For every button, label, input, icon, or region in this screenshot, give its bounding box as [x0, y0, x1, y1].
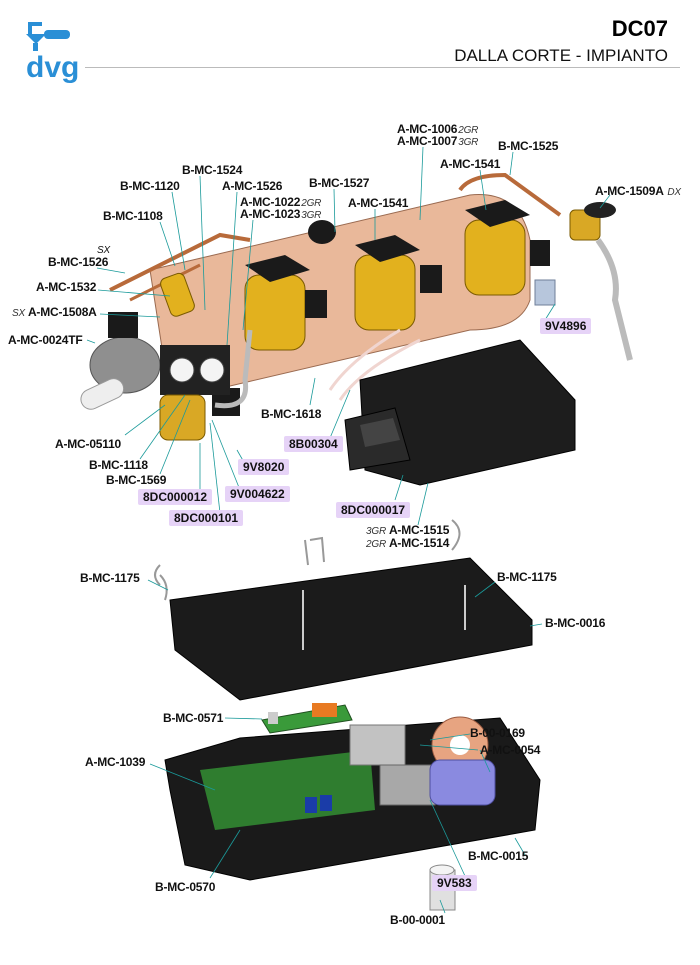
part-variant: 3GR: [458, 137, 479, 148]
highlighted-part: 8DC000012: [138, 489, 213, 505]
part-label: A-MC-1541: [348, 196, 409, 210]
part-label: B-MC-1175: [497, 570, 557, 584]
part-label: A-MC-0054: [480, 743, 541, 757]
part-variant: 3GR: [366, 526, 386, 537]
part-variant: 2GR: [301, 198, 322, 209]
part-label: B-MC-0015: [468, 849, 529, 863]
part-label: A-MC-0024TF: [8, 333, 83, 347]
part-code: A-MC-1514: [388, 536, 450, 550]
boiler-assembly: [80, 172, 633, 441]
highlighted-part: 9V583: [432, 875, 477, 891]
box-base: [164, 716, 541, 881]
leader-lines: [86, 146, 611, 914]
part-code: A-MC-1007: [397, 134, 458, 148]
highlighted-part: 8DC000101: [169, 510, 244, 526]
part-label: A-MC-1541: [440, 157, 501, 171]
part-label: B-MC-0016: [545, 616, 606, 630]
header-divider: [85, 67, 680, 68]
part-label: A-MC-10062GR: [397, 122, 478, 136]
part-label: B-MC-0571: [163, 711, 224, 725]
part-variant: SX: [12, 308, 25, 319]
part-code: A-MC-1022: [240, 195, 301, 209]
part-label: B-MC-1524: [182, 163, 243, 177]
part-label: B-MC-1120: [120, 179, 180, 193]
part-label: B-MC-1526: [48, 255, 109, 269]
highlighted-part: 8B00304: [284, 436, 343, 452]
part-label: B-MC-1618: [261, 407, 322, 421]
part-label: B-MC-1525: [498, 139, 559, 153]
part-variant: 2GR: [458, 125, 479, 136]
part-code: A-MC-1508A: [27, 305, 97, 319]
part-code: A-MC-1515: [388, 523, 450, 537]
part-label: B-00-0169: [470, 726, 525, 740]
part-code: A-MC-1006: [397, 122, 458, 136]
highlighted-part: 9V4896: [540, 318, 592, 334]
part-variant: DX: [667, 187, 681, 198]
highlighted-part: 9V004622: [225, 486, 290, 502]
part-label: A-MC-05110: [55, 437, 122, 451]
box-lid: [169, 557, 533, 701]
dvg-logo: dvg: [26, 22, 79, 84]
control-box-upper: [344, 339, 576, 486]
clips: [154, 519, 461, 601]
part-label: B-MC-1569: [106, 473, 167, 487]
part-label: B-MC-1108: [103, 209, 163, 223]
part-variant: 3GR: [301, 210, 322, 221]
part-label: A-MC-1526: [222, 179, 283, 193]
part-label: B-MC-1527: [309, 176, 370, 190]
svg-text:dvg: dvg: [26, 51, 79, 84]
pcb-board: [261, 703, 353, 734]
highlighted-part: 8DC000017: [336, 502, 411, 518]
diagram-subtitle: DALLA CORTE - IMPIANTO: [454, 46, 668, 65]
model-title: DC07: [611, 16, 668, 41]
part-label: B-MC-1118: [89, 458, 148, 472]
part-label: B-MC-1175: [80, 571, 140, 585]
part-label: A-MC-10073GR: [397, 134, 478, 148]
part-label: A-MC-1532: [36, 280, 97, 294]
part-code: A-MC-1509A: [595, 184, 664, 198]
part-code: A-MC-1023: [240, 207, 301, 221]
part-label: A-MC-10233GR: [240, 207, 321, 221]
part-label: A-MC-10222GR: [240, 195, 321, 209]
part-label: A-MC-1509A DX: [595, 184, 681, 198]
highlighted-part: 9V8020: [238, 459, 290, 475]
part-label: B-00-0001: [390, 913, 445, 927]
part-variant: SX: [97, 245, 110, 256]
part-label: B-MC-0570: [155, 880, 216, 894]
part-label: A-MC-1039: [85, 755, 146, 769]
part-variant: 2GR: [366, 539, 386, 550]
